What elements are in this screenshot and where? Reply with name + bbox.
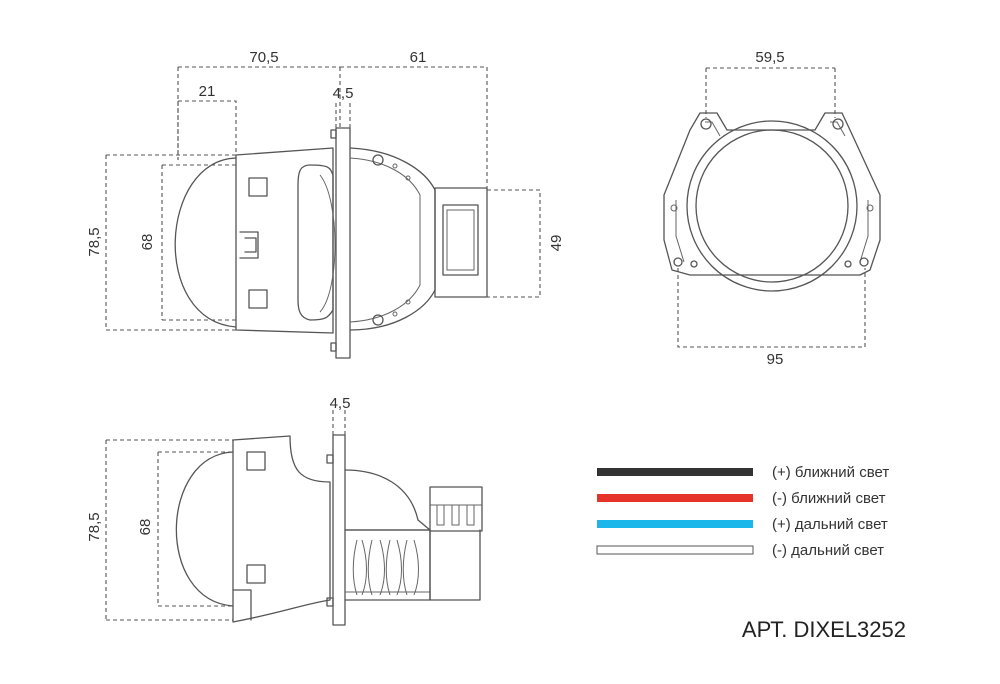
legend-label-2: (+) дальний свет bbox=[772, 516, 888, 533]
dim-side-flange: 4,5 bbox=[330, 395, 351, 412]
dim-top-flange: 4,5 bbox=[333, 85, 354, 102]
dim-top-height-lens: 68 bbox=[139, 234, 156, 251]
wire-legend: (+) ближний свет (-) ближний свет (+) да… bbox=[596, 464, 889, 559]
dim-side-height-lens: 68 bbox=[137, 519, 154, 536]
legend-label-1: (-) ближний свет bbox=[772, 490, 886, 507]
article-number: АРТ. DIXEL3252 bbox=[742, 617, 906, 642]
legend-label-3: (-) дальний свет bbox=[772, 542, 884, 559]
dim-front-width: 95 bbox=[767, 351, 784, 368]
dim-side-height-outer: 78,5 bbox=[86, 512, 103, 541]
legend-swatch-3 bbox=[596, 545, 754, 555]
top-view bbox=[105, 66, 541, 359]
dim-top-lens-depth: 21 bbox=[199, 83, 216, 100]
dim-top-width-total: 70,5 bbox=[249, 49, 278, 66]
legend-swatch-0 bbox=[597, 468, 753, 476]
legend-label-0: (+) ближний свет bbox=[772, 464, 889, 481]
legend-swatch-1 bbox=[597, 494, 753, 502]
dim-top-height-outer: 78,5 bbox=[86, 227, 103, 256]
legend-swatch-2 bbox=[597, 520, 753, 528]
dim-front-hole-spacing: 59,5 bbox=[755, 49, 784, 66]
dim-top-width-right: 61 bbox=[410, 49, 427, 66]
dim-top-connector-height: 49 bbox=[548, 235, 565, 252]
front-view bbox=[663, 67, 881, 348]
side-view bbox=[105, 410, 483, 626]
